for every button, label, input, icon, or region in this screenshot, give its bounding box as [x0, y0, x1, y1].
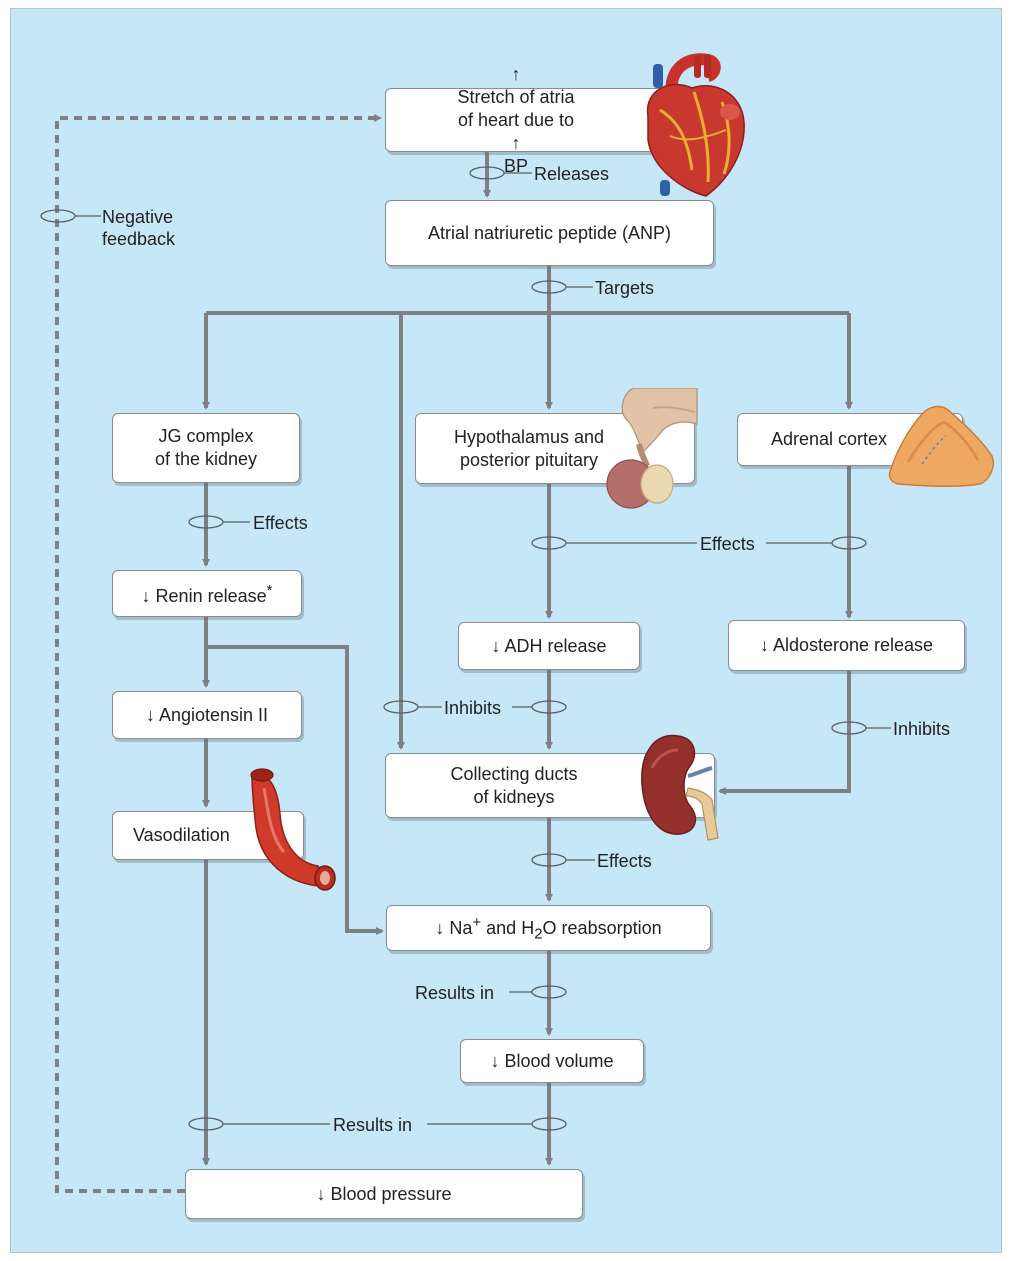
down-arrow-icon: ↓ — [491, 636, 500, 656]
adrenal-gland-icon — [886, 404, 998, 488]
inhibits-mid-label: Inhibits — [444, 697, 501, 719]
up-arrow-icon: ↑ — [457, 132, 574, 155]
down-arrow-icon: ↓ — [490, 1051, 499, 1071]
blood-volume-box: ↓ Blood volume — [460, 1039, 644, 1083]
effects-mid-label: Effects — [700, 533, 755, 555]
up-arrow-icon: ↑ — [457, 63, 574, 86]
effects-jg-label: Effects — [253, 512, 308, 534]
negative-feedback-loop — [57, 118, 380, 1191]
pituitary-icon — [605, 388, 700, 514]
effects-collecting-label: Effects — [597, 850, 652, 872]
reabsorption-box: ↓ Na+ and H2O reabsorption — [386, 905, 711, 951]
arrow-aldosterone-to-collecting — [720, 671, 849, 791]
kidney-icon — [638, 730, 722, 842]
blood-vessel-icon — [244, 766, 344, 894]
results-in-volume-label: Results in — [415, 982, 494, 1004]
down-arrow-icon: ↓ — [316, 1184, 325, 1204]
results-in-pressure-label: Results in — [333, 1114, 412, 1136]
down-arrow-icon: ↓ — [435, 918, 444, 938]
inhibits-right-label: Inhibits — [893, 718, 950, 740]
blood-pressure-box: ↓ Blood pressure — [185, 1169, 583, 1219]
adh-release-box: ↓ ADH release — [458, 622, 640, 670]
anp-box: Atrial natriuretic peptide (ANP) — [385, 200, 714, 266]
releases-label: Releases — [534, 163, 609, 185]
angiotensin-box: ↓ Angiotensin II — [112, 691, 302, 739]
targets-label: Targets — [595, 277, 654, 299]
aldosterone-release-box: ↓ Aldosterone release — [728, 620, 965, 671]
down-arrow-icon: ↓ — [760, 635, 769, 655]
heart-icon — [630, 50, 760, 200]
renin-release-box: ↓ Renin release* — [112, 570, 302, 617]
down-arrow-icon: ↓ — [142, 586, 151, 606]
down-arrow-icon: ↓ — [146, 705, 155, 725]
